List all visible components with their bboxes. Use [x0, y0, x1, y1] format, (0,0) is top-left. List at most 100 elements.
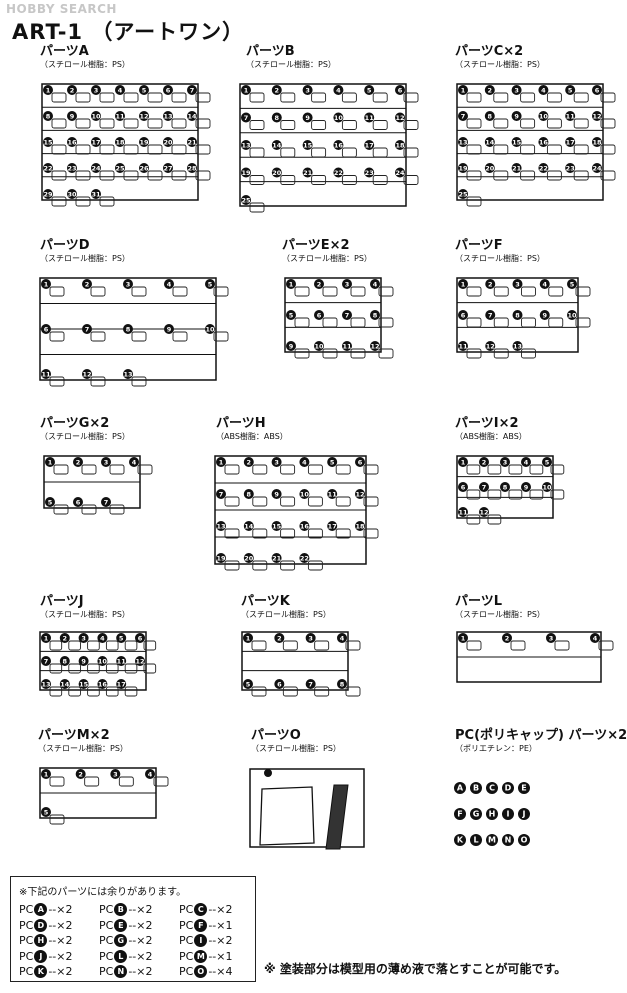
sprue-frame — [249, 768, 365, 848]
part-number-marker: B — [470, 782, 482, 794]
part-material: （スチロール樹脂：PS） — [40, 60, 130, 69]
part-number-marker: 22 — [43, 163, 53, 173]
svg-text:11: 11 — [115, 113, 125, 121]
part-piece — [510, 640, 526, 651]
part-number-marker: 23 — [364, 167, 375, 178]
part-number-marker: 13 — [41, 679, 51, 689]
part-piece — [520, 92, 536, 103]
part-number-marker: 22 — [299, 553, 310, 563]
part-number-marker: 3 — [511, 85, 522, 95]
part-number-marker: 2 — [271, 85, 282, 95]
svg-text:9: 9 — [167, 326, 172, 334]
svg-text:I: I — [507, 810, 510, 819]
svg-text:8: 8 — [340, 681, 345, 689]
part-number-marker: 19 — [241, 167, 251, 178]
part-piece — [75, 170, 91, 181]
part-piece — [314, 640, 330, 651]
svg-text:6: 6 — [76, 499, 81, 507]
svg-text:11: 11 — [328, 491, 338, 499]
svg-text:10: 10 — [98, 658, 108, 666]
svg-text:25: 25 — [458, 191, 468, 199]
spare-letter-badge: I — [194, 934, 208, 947]
part-number-marker: 9 — [67, 111, 77, 121]
part-name: パーツL — [455, 594, 503, 609]
part-piece — [251, 640, 267, 651]
part-number-marker: 16 — [538, 137, 549, 147]
svg-text:1: 1 — [289, 281, 294, 289]
part-name: パーツD — [40, 238, 90, 253]
spare-prefix: PC — [99, 949, 114, 963]
part-number-marker: 15 — [271, 521, 282, 531]
part-piece — [311, 92, 327, 103]
part-number-marker: 15 — [78, 679, 89, 689]
part-piece — [75, 92, 91, 103]
part-piece — [466, 118, 482, 129]
part-piece — [49, 331, 65, 342]
spare-prefix: PC — [19, 965, 34, 978]
svg-text:E: E — [521, 784, 526, 793]
sprue-frame — [456, 455, 554, 519]
part-material: （スチロール樹脂：PS） — [38, 744, 128, 753]
part-number-marker: 1 — [41, 279, 51, 289]
svg-text:25: 25 — [115, 165, 125, 173]
part-number-marker: 31 — [91, 189, 101, 199]
part-number-marker: 11 — [565, 111, 576, 121]
svg-text:4: 4 — [302, 459, 307, 467]
spare-prefix: PC — [99, 903, 114, 916]
svg-text:1: 1 — [44, 635, 49, 643]
part-number-marker: G — [470, 808, 482, 820]
svg-text:10: 10 — [91, 113, 101, 121]
part-piece — [99, 196, 115, 207]
part-number-marker: 19 — [139, 137, 149, 147]
part-piece — [378, 348, 394, 359]
part-number-marker: 12 — [592, 111, 602, 121]
part-piece — [600, 118, 616, 129]
part-piece — [466, 196, 482, 207]
part-piece — [466, 489, 481, 500]
svg-text:17: 17 — [117, 681, 126, 689]
svg-text:5: 5 — [545, 459, 550, 467]
part-number-marker: 8 — [43, 111, 53, 121]
part-number-marker: 13 — [458, 137, 468, 147]
svg-text:25: 25 — [241, 197, 251, 205]
part-piece — [322, 286, 338, 297]
part-number-marker: 24 — [91, 163, 101, 173]
svg-text:10: 10 — [314, 343, 324, 351]
svg-text:4: 4 — [167, 281, 172, 289]
part-number-marker: 4 — [333, 85, 344, 95]
part-piece — [147, 118, 163, 129]
part-number-marker: 4 — [97, 633, 108, 643]
part-number-marker: 3 — [101, 457, 111, 467]
svg-text:7: 7 — [345, 312, 350, 320]
svg-text:14: 14 — [244, 523, 254, 531]
part-piece — [280, 560, 296, 571]
part-number-marker: 8 — [271, 112, 282, 123]
part-piece — [307, 496, 323, 507]
svg-text:10: 10 — [567, 312, 577, 320]
svg-text:15: 15 — [272, 523, 282, 531]
svg-text:2: 2 — [482, 459, 487, 467]
part-number-marker: 5 — [327, 457, 338, 467]
part-number-marker: 11 — [364, 112, 375, 123]
part-piece — [51, 196, 67, 207]
part-piece — [123, 144, 139, 155]
part-piece — [322, 348, 338, 359]
part-number-marker: 16 — [97, 679, 108, 689]
part-piece — [99, 92, 115, 103]
part-number-marker: 6 — [135, 633, 145, 643]
part-piece — [521, 286, 536, 297]
part-number-marker: 7 — [187, 85, 197, 95]
part-piece — [403, 120, 419, 130]
part-piece — [466, 92, 482, 103]
part-piece — [53, 504, 69, 515]
part-piece — [403, 175, 419, 185]
svg-text:6: 6 — [358, 459, 363, 467]
part-number-marker: 4 — [590, 633, 600, 643]
part-number-marker: 6 — [274, 679, 285, 689]
part-label-5: パーツE×2（スチロール樹脂：PS） — [282, 238, 372, 264]
svg-text:6: 6 — [398, 87, 403, 95]
part-piece — [372, 175, 388, 185]
